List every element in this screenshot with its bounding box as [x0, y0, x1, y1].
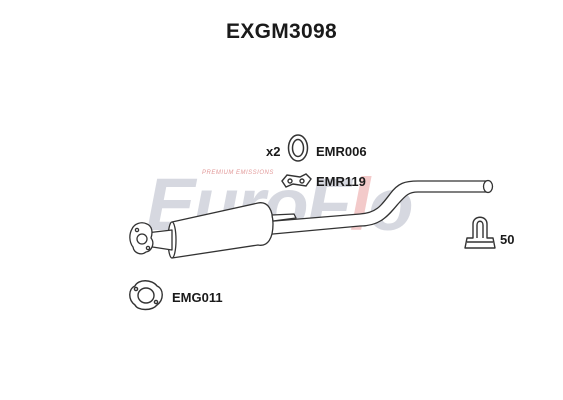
- part-number-title: EXGM3098: [226, 20, 337, 43]
- gasket-quantity: x2: [266, 144, 281, 159]
- rubber-hanger-icon: [281, 173, 312, 188]
- flange-gasket-code: EMG011: [172, 290, 223, 305]
- clamp-code: 50: [500, 232, 515, 247]
- rubber-hanger-code: EMR119: [316, 174, 366, 189]
- gasket-code: EMR006: [316, 144, 367, 159]
- gasket-ring-icon: [287, 134, 309, 162]
- watermark-tagline: PREMIUM EMISSIONS: [202, 170, 274, 176]
- exhaust-pipe-icon: [129, 179, 494, 259]
- flange-gasket-icon: [129, 280, 163, 311]
- u-clamp-icon: [464, 216, 496, 249]
